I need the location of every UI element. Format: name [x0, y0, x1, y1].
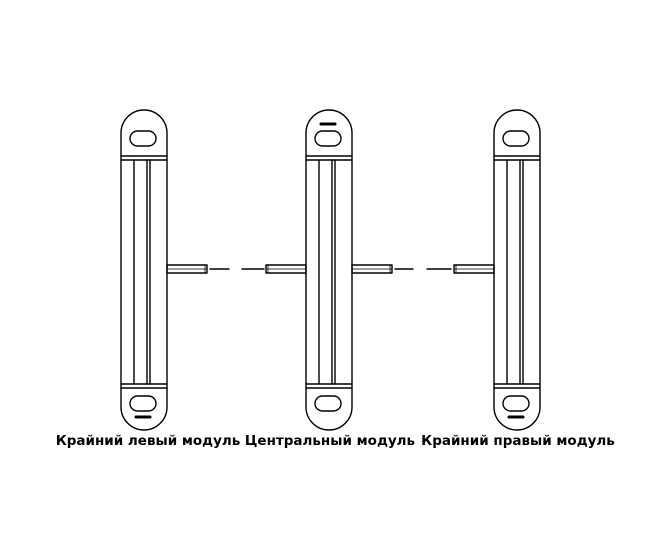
- module-center-post: [305, 109, 353, 431]
- bottom-sensor-window: [314, 395, 342, 412]
- center-module-ir-emitter-right: [351, 264, 414, 274]
- post-outline: [493, 109, 541, 431]
- post-outline: [305, 109, 353, 431]
- left-module-caption: Крайний левый модуль: [55, 433, 241, 449]
- bottom-sensor-window: [502, 395, 530, 412]
- left-module-ir-emitter: [166, 264, 230, 274]
- center-module-caption: Центральный модуль: [244, 433, 416, 449]
- center-module-ir-receiver-left: [241, 264, 307, 274]
- module-left-post: [120, 109, 168, 431]
- top-sensor-window: [314, 130, 342, 147]
- post-outline: [120, 109, 168, 431]
- bottom-sensor-window: [129, 395, 157, 412]
- top-sensor-window: [502, 130, 530, 147]
- right-module-ir-receiver: [426, 264, 495, 274]
- module-right-post: [493, 109, 541, 431]
- top-sensor-window: [129, 130, 157, 147]
- right-module-caption: Крайний правый модуль: [421, 433, 615, 449]
